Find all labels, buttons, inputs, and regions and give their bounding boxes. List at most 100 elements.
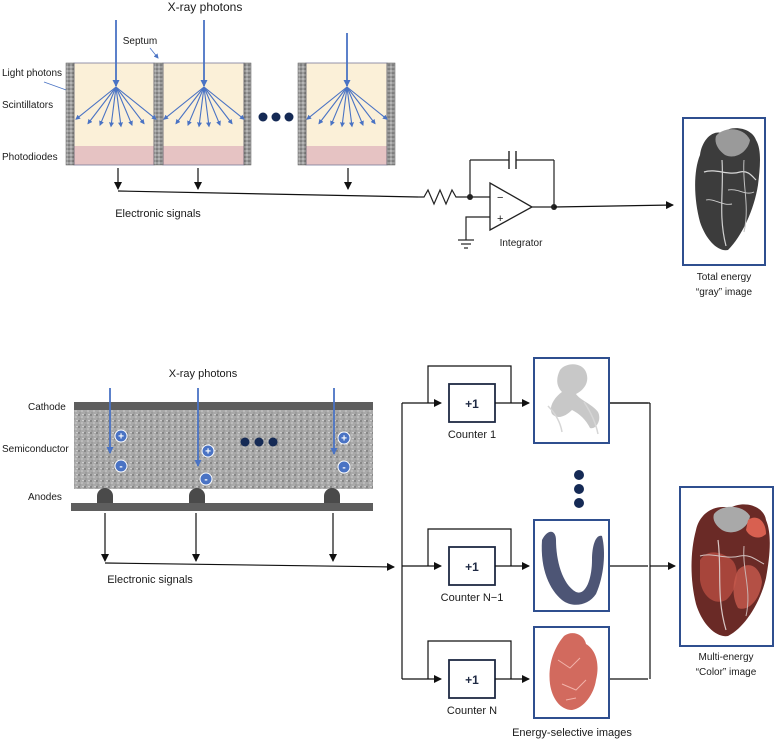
electron-charge: - [114, 459, 128, 473]
bottom-xray-label: X-ray photons [169, 368, 238, 380]
light-photon-ray [306, 86, 348, 120]
septum-pointer [149, 47, 159, 59]
scintillators-label: Scintillators [2, 100, 53, 111]
light-photon-ray [330, 86, 348, 127]
cathode-electrode [74, 402, 373, 410]
output-arrow [553, 201, 674, 210]
septum-wall [297, 62, 307, 166]
counter-n-minus-1: +1 Counter N−1 [427, 528, 530, 604]
semiconductor-label: Semiconductor [2, 444, 69, 455]
vertical-ellipsis-dot [574, 498, 584, 508]
charge-carriers: + - + - + - [114, 429, 351, 486]
ellipsis-dot [254, 437, 264, 447]
counter-increment: +1 [465, 397, 479, 411]
anode [97, 488, 113, 503]
septum-wall [65, 62, 75, 166]
integrator-label: Integrator [500, 238, 543, 249]
op-amp-plus: + [497, 213, 503, 225]
photodiode [163, 146, 244, 165]
color-image-caption-line2: “Color” image [696, 667, 757, 678]
red-structure [549, 633, 598, 710]
counter-label: Counter N−1 [441, 592, 504, 604]
energy-selective-images-label: Energy-selective images [512, 727, 632, 739]
photon-counting-detector: X-ray photons Cathode Semiconductor Anod… [2, 357, 774, 739]
color-image-caption-line1: Multi-energy [698, 652, 753, 663]
hole-charge: + [337, 431, 351, 445]
gray-heart [695, 128, 760, 251]
energy-integrating-detector: X-ray photons Septum Light photons Scint… [2, 0, 766, 298]
top-electronic-signals-label: Electronic signals [115, 208, 201, 220]
gray-structure [550, 364, 600, 429]
light-photon-ray [115, 86, 123, 128]
multi-energy-color-image [679, 486, 774, 647]
counter-label: Counter 1 [448, 429, 496, 441]
septum-wall [243, 62, 252, 166]
septum-label: Septum [123, 36, 157, 47]
light-photon-ray [187, 86, 205, 127]
anode-substrate [71, 503, 373, 511]
counter-label: Counter N [447, 705, 497, 717]
photodiode [306, 146, 387, 165]
feedback-loop [427, 640, 512, 679]
hole-charge: + [201, 444, 215, 458]
counter-box [448, 659, 496, 699]
anode [324, 488, 340, 503]
counter-increment: +1 [465, 673, 479, 687]
svg-text:-: - [342, 463, 345, 474]
energy-image-n [533, 626, 610, 719]
electron-charge: - [199, 472, 213, 486]
svg-text:+: + [341, 434, 347, 445]
total-energy-gray-image [682, 117, 766, 266]
scintillator-cell [73, 62, 155, 166]
light-photon-ray [163, 86, 205, 120]
svg-text:-: - [119, 462, 122, 473]
septum-wall [153, 62, 164, 166]
light-photon-ray [197, 86, 205, 128]
semiconductor-layer [74, 410, 373, 489]
ellipsis-dot [268, 437, 278, 447]
hole-charge: + [114, 429, 128, 443]
energy-image-n-minus-1 [533, 519, 610, 612]
photodiodes-label: Photodiodes [2, 152, 58, 163]
svg-text:+: + [205, 447, 211, 458]
vertical-ellipsis-dot [574, 470, 584, 480]
signal-bus [117, 190, 419, 198]
top-xray-label: X-ray photons [168, 0, 243, 14]
light-photon-ray [346, 86, 376, 125]
gray-image-caption-line1: Total energy [697, 272, 751, 283]
feedback-loop [427, 528, 512, 566]
op-amp-minus: − [497, 192, 503, 204]
light-photons-label: Light photons [2, 68, 62, 79]
ellipsis-dot [258, 112, 268, 122]
bottom-electronic-signals-label: Electronic signals [107, 574, 193, 586]
vertical-ellipsis-dot [574, 484, 584, 494]
light-photon-ray [203, 86, 211, 128]
op-amp [489, 181, 534, 232]
light-photon-ray [115, 86, 145, 125]
svg-text:-: - [204, 475, 207, 486]
light-photon-ray [115, 86, 157, 120]
integrator-circuit: − + Integrator [418, 151, 674, 249]
purple-structure [541, 531, 604, 605]
light-photon-ray [115, 86, 133, 127]
light-photon-ray [340, 86, 348, 128]
light-photon-ray [203, 86, 245, 120]
septum-wall [386, 62, 396, 166]
counter-n: +1 Counter N [427, 640, 530, 717]
light-photon-ray [203, 86, 221, 127]
ellipsis-dot [240, 437, 250, 447]
light-photon-ray [346, 86, 388, 120]
energy-image-1 [533, 357, 610, 444]
cathode-label: Cathode [28, 402, 66, 413]
feedback-loop [427, 365, 512, 403]
light-photon-ray [203, 86, 233, 125]
ellipsis-dot [271, 112, 281, 122]
light-photon-ray [346, 86, 354, 128]
electron-charge: - [337, 460, 351, 474]
anode [189, 488, 205, 503]
gray-image-caption-line2: “gray” image [696, 287, 753, 298]
light-photon-fans [75, 86, 388, 128]
light-photon-ray [346, 86, 364, 127]
light-photon-ray [75, 86, 117, 120]
